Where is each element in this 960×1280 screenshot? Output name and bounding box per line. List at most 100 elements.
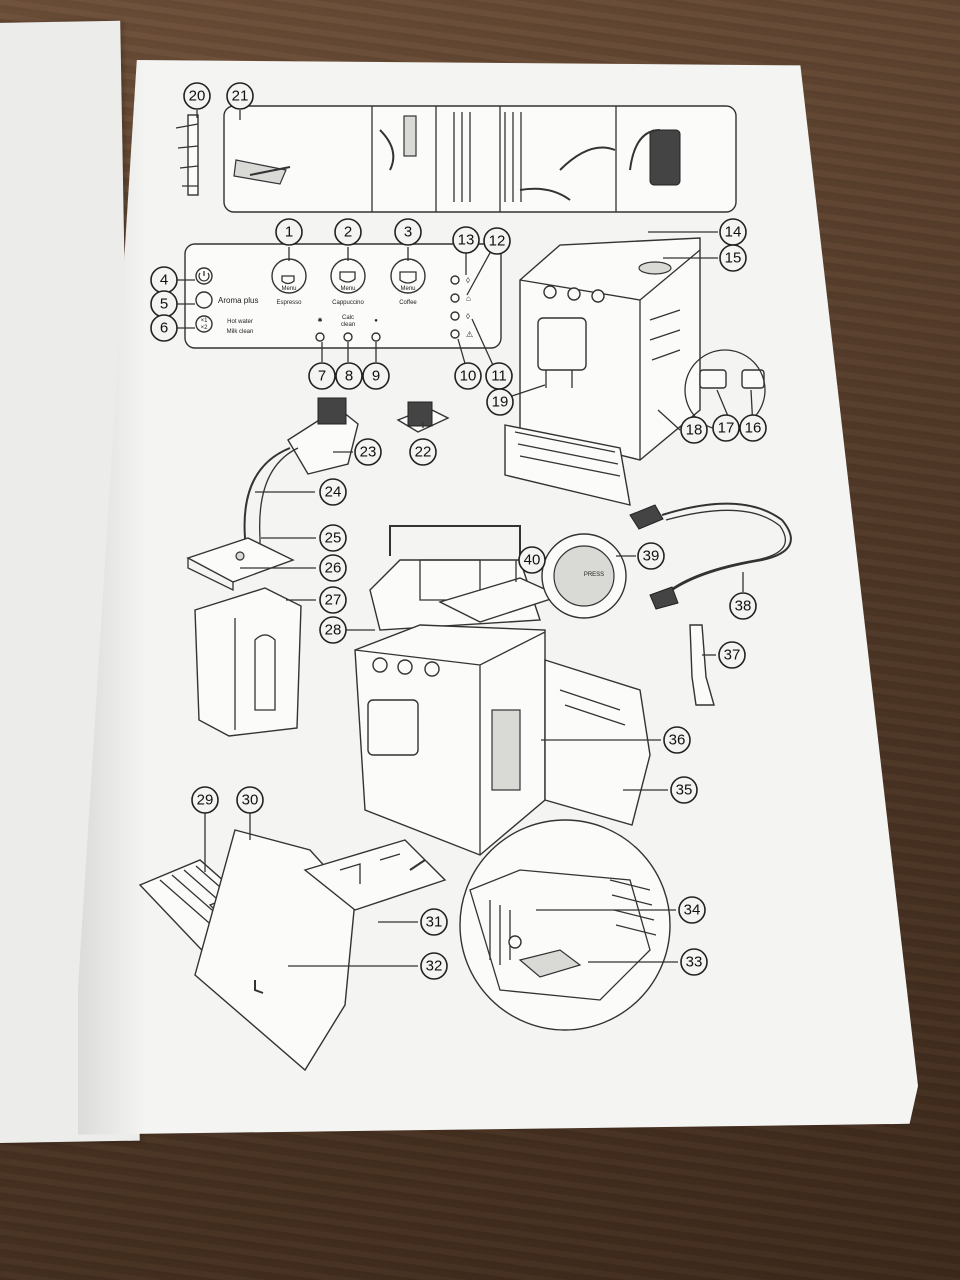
espresso-cup-icon (281, 275, 295, 285)
svg-text:19: 19 (492, 394, 509, 411)
svg-text:18: 18 (686, 422, 703, 439)
svg-text:24: 24 (325, 484, 342, 501)
callout-39: 39 (637, 542, 665, 570)
callout-30: 30 (236, 786, 264, 814)
svg-text:29: 29 (197, 792, 214, 809)
callout-33: 33 (680, 948, 708, 976)
svg-text:31: 31 (426, 914, 443, 931)
callout-35: 35 (670, 776, 698, 804)
callout-16: 16 (739, 414, 767, 442)
callout-numbers: 1 2 3 4 5 6 7 8 9 10 11 12 13 14 15 16 1… (150, 82, 767, 980)
water-drop-icon: ● (374, 318, 378, 324)
inset-detail-illustration (459, 819, 671, 1031)
svg-text:Hot water: Hot water (227, 319, 253, 325)
svg-text:PRESS: PRESS (584, 572, 604, 578)
callout-34: 34 (678, 896, 706, 924)
control-panel-illustration: Menu Menu Menu Espresso Cappuccino Coffe… (184, 243, 502, 349)
svg-text:17: 17 (718, 420, 735, 437)
callout-2: 2 (334, 218, 362, 246)
callout-20: 20 (183, 82, 211, 110)
callout-7: 7 (308, 362, 336, 390)
callout-32: 32 (420, 952, 448, 980)
svg-text:1: 1 (285, 224, 293, 241)
callout-13: 13 (452, 226, 480, 254)
milk-clip-illustration (175, 114, 199, 196)
warning-icon: ⚠ (466, 330, 473, 339)
callout-29: 29 (191, 786, 219, 814)
callout-14: 14 (719, 218, 747, 246)
svg-text:36: 36 (669, 732, 686, 749)
machine-open-illustration: PRESS (354, 525, 651, 856)
callout-4: 4 (150, 266, 178, 294)
callout-10: 10 (454, 362, 482, 390)
grounds-icon: ⌂ (466, 294, 471, 303)
callout-24: 24 (319, 478, 347, 506)
callout-19: 19 (486, 388, 514, 416)
svg-text:6: 6 (160, 320, 168, 337)
svg-text:Calc: Calc (342, 315, 354, 321)
grease-tube-illustration (689, 624, 715, 706)
callout-18: 18 (680, 416, 708, 444)
no-water-icon: ◊ (466, 312, 470, 321)
callout-15: 15 (719, 244, 747, 272)
no-beans-icon: ◊ (466, 276, 470, 285)
callout-6: 6 (150, 314, 178, 342)
instruction-strip (223, 105, 737, 213)
svg-text:5: 5 (160, 296, 168, 313)
svg-text:26: 26 (325, 560, 342, 577)
svg-text:15: 15 (725, 250, 742, 267)
callout-1: 1 (275, 218, 303, 246)
svg-text:3: 3 (404, 224, 412, 241)
svg-text:Menu: Menu (400, 286, 415, 292)
callout-21: 21 (226, 82, 254, 110)
svg-text:Espresso: Espresso (276, 300, 302, 306)
svg-text:9: 9 (372, 368, 380, 385)
svg-text:20: 20 (189, 88, 206, 105)
callout-27: 27 (319, 586, 347, 614)
callout-12: 12 (483, 227, 511, 255)
coffee-cup-icon (399, 271, 417, 284)
aroma-beans-icon (195, 291, 213, 309)
svg-text:22: 22 (415, 444, 432, 461)
svg-text:32: 32 (426, 958, 443, 975)
svg-text:27: 27 (325, 592, 342, 609)
svg-text:34: 34 (684, 902, 701, 919)
svg-text:39: 39 (643, 548, 660, 565)
callout-26: 26 (319, 554, 347, 582)
svg-text:30: 30 (242, 792, 259, 809)
svg-text:13: 13 (458, 232, 475, 249)
svg-text:16: 16 (745, 420, 762, 437)
svg-text:×1: ×1 (201, 318, 209, 324)
callout-3: 3 (394, 218, 422, 246)
power-cord-illustration (629, 502, 792, 610)
callout-9: 9 (362, 362, 390, 390)
svg-text:23: 23 (360, 444, 377, 461)
svg-text:Coffee: Coffee (399, 300, 417, 306)
svg-text:Menu: Menu (340, 286, 355, 292)
callout-25: 25 (319, 524, 347, 552)
callout-38: 38 (729, 592, 757, 620)
svg-text:21: 21 (232, 88, 249, 105)
callout-40: 40 (518, 546, 546, 574)
svg-text:25: 25 (325, 530, 342, 547)
callout-23: 23 (354, 438, 382, 466)
callout-31: 31 (420, 908, 448, 936)
svg-text:14: 14 (725, 224, 742, 241)
svg-text:40: 40 (524, 552, 541, 569)
callout-37: 37 (718, 641, 746, 669)
svg-text:Menu: Menu (281, 286, 296, 292)
svg-text:4: 4 (160, 272, 168, 289)
svg-text:8: 8 (345, 368, 353, 385)
svg-text:35: 35 (676, 782, 693, 799)
svg-text:Milk clean: Milk clean (227, 329, 254, 335)
drip-tray-illustration (138, 829, 447, 1072)
svg-text:Cappuccino: Cappuccino (332, 300, 364, 306)
callout-11: 11 (485, 362, 513, 390)
callout-22: 22 (409, 438, 437, 466)
svg-text:×2: ×2 (201, 325, 209, 331)
svg-text:37: 37 (724, 647, 741, 664)
svg-text:10: 10 (460, 368, 477, 385)
callout-36: 36 (663, 726, 691, 754)
